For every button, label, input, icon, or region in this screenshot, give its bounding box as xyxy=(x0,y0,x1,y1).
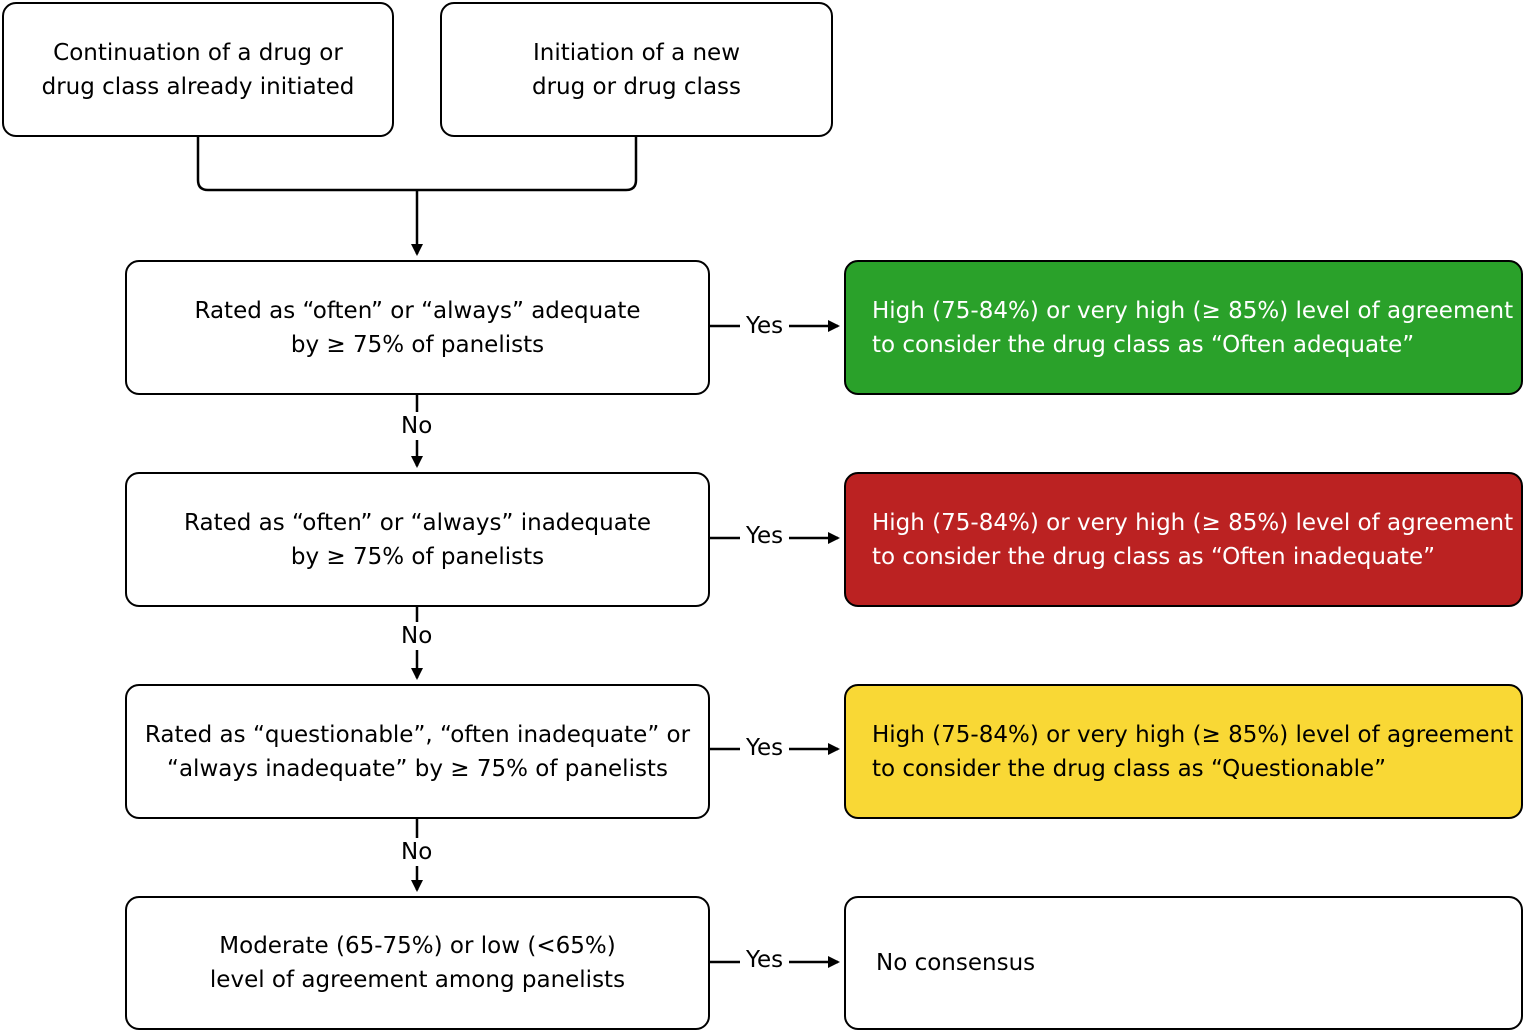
box-text-line: Initiation of a new xyxy=(532,39,741,66)
yes-label: Yes xyxy=(740,734,790,762)
outcome-box-often-adequate: High (75-84%) or very high (≥ 85%) level… xyxy=(844,260,1523,395)
box-text-line: Rated as “often” or “always” adequate xyxy=(194,297,641,324)
start-initiation-box: Initiation of a new drug or drug class xyxy=(440,2,833,137)
decision-box-adequate: Rated as “often” or “always” adequate by… xyxy=(125,260,710,395)
box-text-line: High (75-84%) or very high (≥ 85%) level… xyxy=(872,297,1514,324)
box-text-line: to consider the drug class as “Questiona… xyxy=(872,755,1387,782)
box-text-line: No consensus xyxy=(876,950,1036,976)
box-text-line: drug class already initiated xyxy=(41,73,355,100)
box-text-line: level of agreement among panelists xyxy=(209,967,626,993)
decision-box-moderate-low: Moderate (65-75%) or low (<65%) level of… xyxy=(125,896,710,1030)
box-text-line: by ≥ 75% of panelists xyxy=(290,331,545,358)
box-text-line: to consider the drug class as “Often ade… xyxy=(872,331,1415,358)
box-text-line: Moderate (65-75%) or low (<65%) xyxy=(219,933,616,959)
box-text-line: drug or drug class xyxy=(531,73,742,100)
decision-box-inadequate: Rated as “often” or “always” inadequate … xyxy=(125,472,710,607)
outcome-box-often-inadequate: High (75-84%) or very high (≥ 85%) level… xyxy=(844,472,1523,607)
box-text-line: Rated as “often” or “always” inadequate xyxy=(184,509,651,536)
start-continuation-box: Continuation of a drug or drug class alr… xyxy=(2,2,394,137)
outcome-box-no-consensus: No consensus xyxy=(844,896,1523,1030)
outcome-box-questionable: High (75-84%) or very high (≥ 85%) level… xyxy=(844,684,1523,819)
yes-label: Yes xyxy=(740,522,790,550)
merge-connector xyxy=(196,136,638,192)
yes-label: Yes xyxy=(740,946,790,974)
no-label: No xyxy=(397,838,437,866)
yes-label: Yes xyxy=(740,312,790,340)
box-text-line: to consider the drug class as “Often ina… xyxy=(872,543,1436,570)
box-text-line: High (75-84%) or very high (≥ 85%) level… xyxy=(872,509,1514,536)
box-text-line: by ≥ 75% of panelists xyxy=(290,543,545,570)
box-text-line: Rated as “questionable”, “often inadequa… xyxy=(144,721,691,748)
box-text-line: “always inadequate” by ≥ 75% of panelist… xyxy=(167,755,668,782)
no-label: No xyxy=(397,622,437,650)
box-text-line: Continuation of a drug or xyxy=(53,39,343,66)
decision-box-questionable: Rated as “questionable”, “often inadequa… xyxy=(125,684,710,819)
no-label: No xyxy=(397,412,437,440)
box-text-line: High (75-84%) or very high (≥ 85%) level… xyxy=(872,721,1514,748)
